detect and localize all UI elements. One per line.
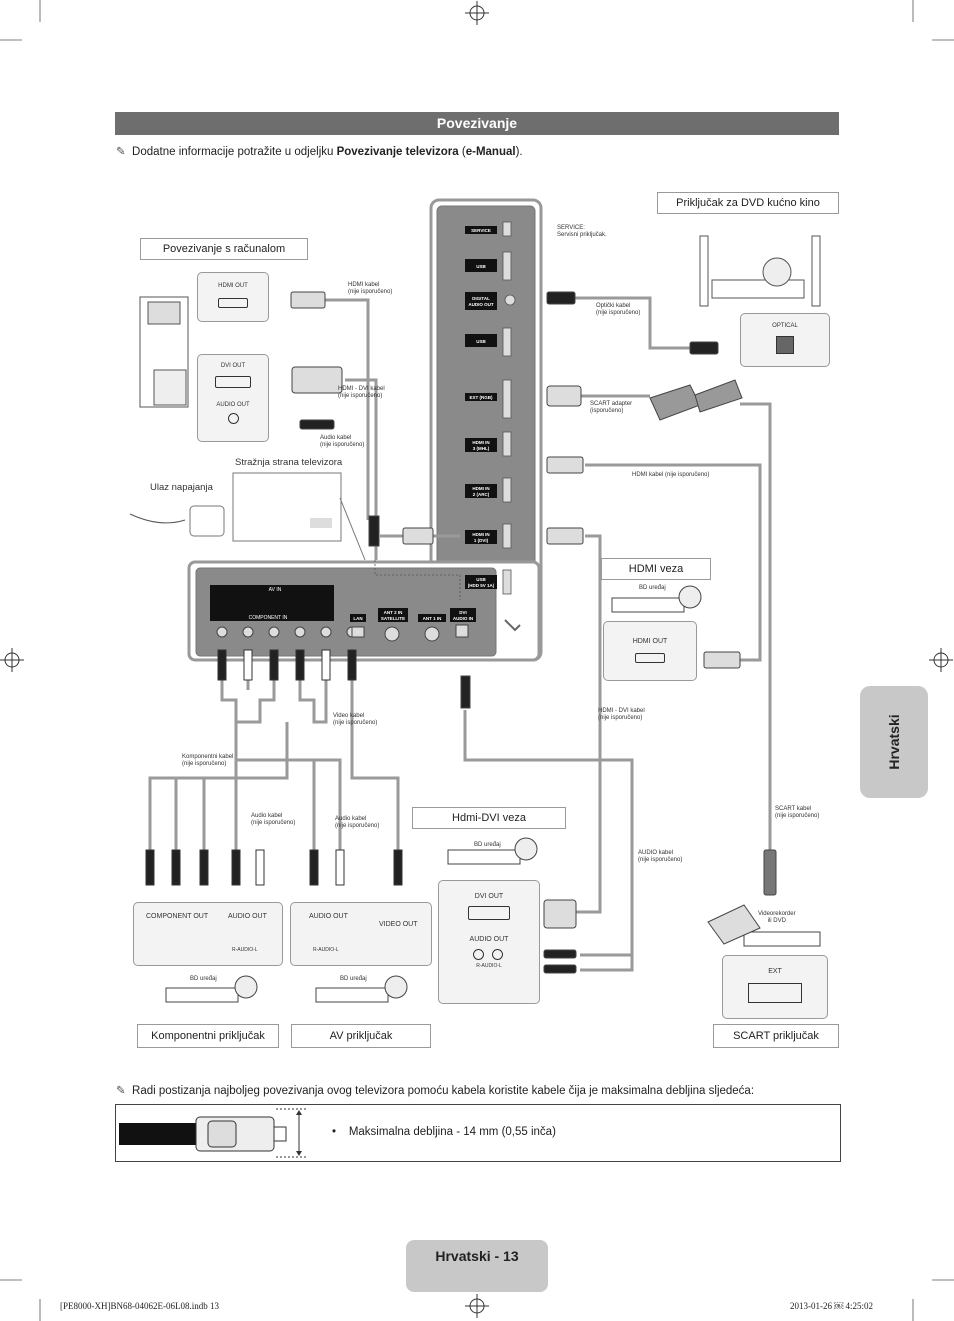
bd-dvi-audio-box: DVI OUT AUDIO OUT R-AUDIO-L xyxy=(438,880,540,1004)
rca-plugs xyxy=(145,649,403,886)
link-e-manual[interactable]: e-Manual xyxy=(465,146,516,158)
registration-mark-top xyxy=(465,1,489,25)
label-power-in: Ulaz napajanja xyxy=(150,482,213,493)
svg-text:USB: USB xyxy=(476,339,486,344)
svg-text:AUDIO IN: AUDIO IN xyxy=(453,616,473,621)
dvi-port-icon xyxy=(215,376,251,388)
svg-text:SATELLITE: SATELLITE xyxy=(381,616,405,621)
svg-text:DIGITAL: DIGITAL xyxy=(472,296,490,301)
note-pencil-icon: ✎ xyxy=(116,1085,126,1097)
registration-mark-left xyxy=(0,648,24,672)
port-usb-hdd xyxy=(465,575,497,589)
port-ext xyxy=(465,393,497,401)
pc-hdmi-out-box: HDMI OUT xyxy=(197,272,269,322)
label-component: Komponentni priključak xyxy=(137,1024,279,1048)
svg-text:AUDIO OUT: AUDIO OUT xyxy=(468,302,494,307)
note-edit-manual: ✎ Dodatne informacije potražite u odjelj… xyxy=(116,146,523,158)
footer-date: 2013-01-26 ￼ 4:25:02 xyxy=(790,1301,873,1311)
tv-side-ports: SERVICE USB DIGITAL AUDIO OUT USB EXT (R… xyxy=(465,226,497,589)
optical-port-icon xyxy=(776,336,794,354)
port-digital-audio xyxy=(465,292,497,310)
bd-hdmi-out-box: HDMI OUT xyxy=(603,621,697,681)
svg-text:(HDD 5V 1A): (HDD 5V 1A) xyxy=(468,583,495,588)
port-usb-1 xyxy=(465,259,497,272)
pc-dvi-audio-box: DVI OUT AUDIO OUT xyxy=(197,354,269,442)
dvi-port-icon xyxy=(468,906,510,920)
tv-back-illustration xyxy=(232,472,342,542)
section-header: Povezivanje xyxy=(115,112,839,135)
home-theater xyxy=(699,235,821,307)
cable-plug-icon xyxy=(119,1108,306,1158)
svg-text:ANT 1 IN: ANT 1 IN xyxy=(423,616,442,621)
label-hdmi-dvi-veza: Hdmi-DVI veza xyxy=(412,807,566,829)
svg-text:3 (MHL): 3 (MHL) xyxy=(473,446,490,451)
registration-mark-right xyxy=(929,648,953,672)
label-av: AV priključak xyxy=(291,1024,431,1048)
bd-component-box: COMPONENT OUT AUDIO OUT R-AUDIO-L xyxy=(133,902,283,966)
note-cable-thickness: ✎ Radi postizanja najboljeg povezivanja … xyxy=(116,1085,755,1097)
svg-text:ANT 2 IN: ANT 2 IN xyxy=(384,610,403,615)
port-service xyxy=(465,226,497,234)
rca-jacks-icon xyxy=(473,947,505,960)
svg-text:LAN: LAN xyxy=(353,616,362,621)
svg-text:HDMI IN: HDMI IN xyxy=(472,486,489,491)
port-hdmi-3 xyxy=(465,438,497,452)
label-dvd-home: Priključak za DVD kućno kino xyxy=(657,192,839,214)
link-povezivanje-televizora[interactable]: Povezivanje televizora xyxy=(336,146,459,158)
connectors xyxy=(290,291,777,974)
bullet-max-thickness: • Maksimalna debljina - 14 mm (0,55 inča… xyxy=(332,1126,556,1138)
scart-port-icon xyxy=(748,983,802,1003)
svg-text:2 (ARC): 2 (ARC) xyxy=(473,492,490,497)
label-scart: SCART priključak xyxy=(713,1024,839,1048)
label-hdmi-veza: HDMI veza xyxy=(601,558,711,580)
svg-text:SERVICE: SERVICE xyxy=(471,228,491,233)
scart-ext-box: EXT xyxy=(722,955,828,1019)
hdmi-port-icon xyxy=(635,653,665,663)
label-tv-back: Stražnja strana televizora xyxy=(235,457,343,468)
scart-adapters xyxy=(649,379,743,421)
port-hdmi-1 xyxy=(465,530,497,544)
label-pc: Povezivanje s računalom xyxy=(140,238,308,260)
svg-text:COMPONENT IN: COMPONENT IN xyxy=(249,615,288,621)
port-hdmi-2 xyxy=(465,484,497,498)
svg-text:HDMI IN: HDMI IN xyxy=(472,440,489,445)
svg-text:EXT (RGB): EXT (RGB) xyxy=(470,395,494,400)
svg-text:USB: USB xyxy=(476,577,486,582)
note-pencil-icon: ✎ xyxy=(116,146,126,158)
registration-mark-bottom xyxy=(465,1294,489,1318)
page-number-tab: Hrvatski - 13 xyxy=(406,1240,548,1292)
optical-box: OPTICAL xyxy=(740,313,830,367)
bd-devices xyxy=(165,585,821,1003)
port-usb-2 xyxy=(465,334,497,347)
cable-thickness-box: • Maksimalna debljina - 14 mm (0,55 inča… xyxy=(115,1104,841,1162)
side-language-tab: Hrvatski xyxy=(860,686,928,798)
svg-text:HDMI IN: HDMI IN xyxy=(472,532,489,537)
av-component-block xyxy=(210,585,334,621)
svg-text:AV IN: AV IN xyxy=(269,587,282,593)
svg-text:USB: USB xyxy=(476,264,486,269)
svg-text:DVI: DVI xyxy=(459,610,467,615)
audio-jack-icon xyxy=(227,413,239,424)
svg-text:1 (DVI): 1 (DVI) xyxy=(474,538,489,543)
bd-av-box: AUDIO OUT VIDEO OUT R-AUDIO-L xyxy=(290,902,432,966)
footer-file: [PE8000-XH]BN68-04062E-06L08.indb 13 xyxy=(60,1301,219,1311)
pc-tower xyxy=(139,296,189,408)
hdmi-port-icon xyxy=(218,298,248,308)
